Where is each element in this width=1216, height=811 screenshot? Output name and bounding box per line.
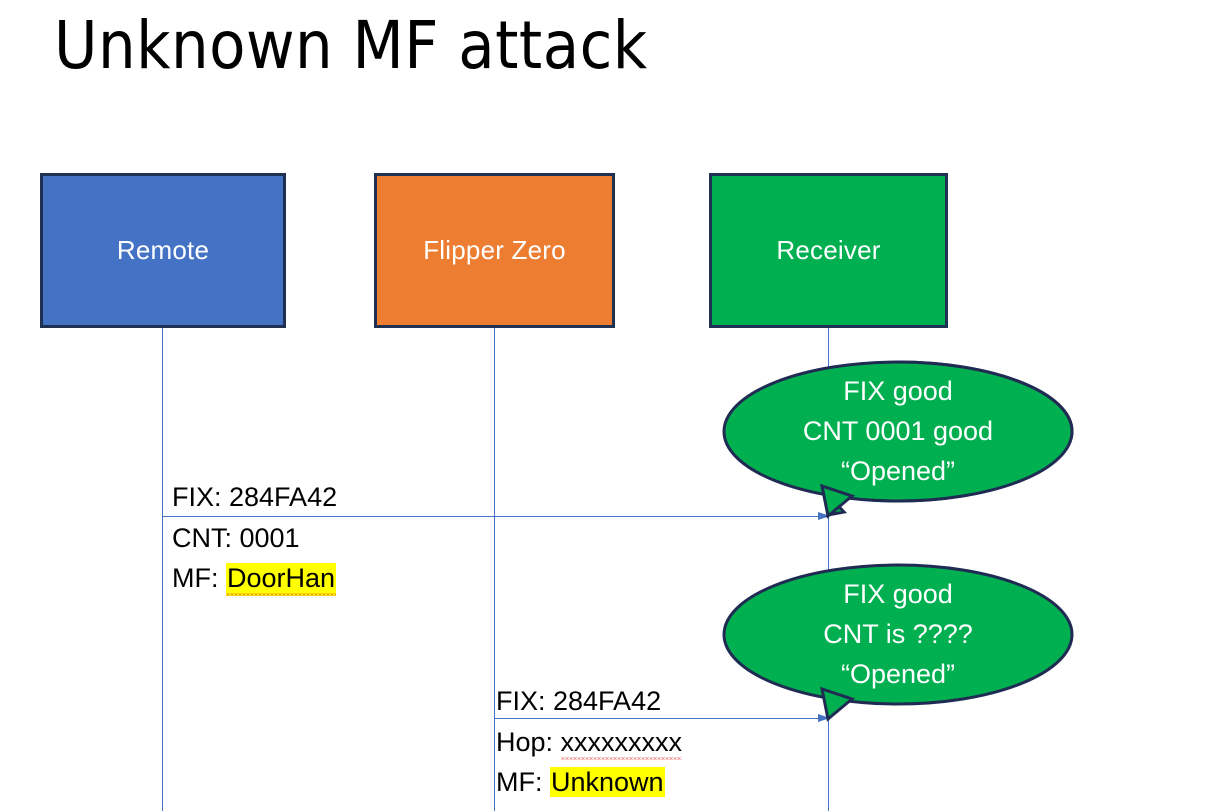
message2-line-hop: Hop: xxxxxxxxx: [496, 722, 683, 762]
actor-box-flipper[interactable]: Flipper Zero: [374, 173, 615, 328]
message2-line-fix: FIX: 284FA42: [496, 686, 662, 716]
message1-mf-prefix: MF:: [172, 563, 226, 593]
message2-mf-prefix: MF:: [496, 767, 550, 797]
message2-hop-value: xxxxxxxxx: [560, 727, 683, 760]
message2-mf-value: Unknown: [550, 767, 665, 797]
speech-bubble-receiver-response-1: FIX good CNT 0001 good “Opened”: [722, 360, 1074, 519]
lifeline-flipper: [494, 328, 495, 811]
message2-hop-prefix: Hop:: [496, 727, 561, 757]
message-arrow-flipper-to-receiver: [494, 713, 830, 722]
message2-line-mf: MF: Unknown: [496, 762, 665, 802]
actor-box-receiver[interactable]: Receiver: [709, 173, 948, 328]
message1-mf-value: DoorHan: [226, 563, 336, 596]
message1-line-mf: MF: DoorHan: [172, 558, 336, 598]
actor-label-receiver: Receiver: [776, 235, 881, 265]
speech-bubble-shape-1: [722, 360, 1074, 519]
message1-line-fix: FIX: 284FA42: [172, 482, 338, 512]
message1-line-cnt: CNT: 0001: [172, 523, 300, 553]
message-arrow-remote-to-receiver: [162, 511, 830, 520]
actor-box-remote[interactable]: Remote: [40, 173, 286, 328]
lifeline-remote: [162, 328, 163, 811]
speech-bubble-receiver-response-2: FIX good CNT is ???? “Opened”: [722, 563, 1074, 722]
actor-label-flipper: Flipper Zero: [423, 235, 566, 265]
actor-label-remote: Remote: [116, 235, 210, 265]
speech-bubble-shape-2: [722, 563, 1074, 722]
page-title: Unknown MF attack: [54, 7, 648, 84]
